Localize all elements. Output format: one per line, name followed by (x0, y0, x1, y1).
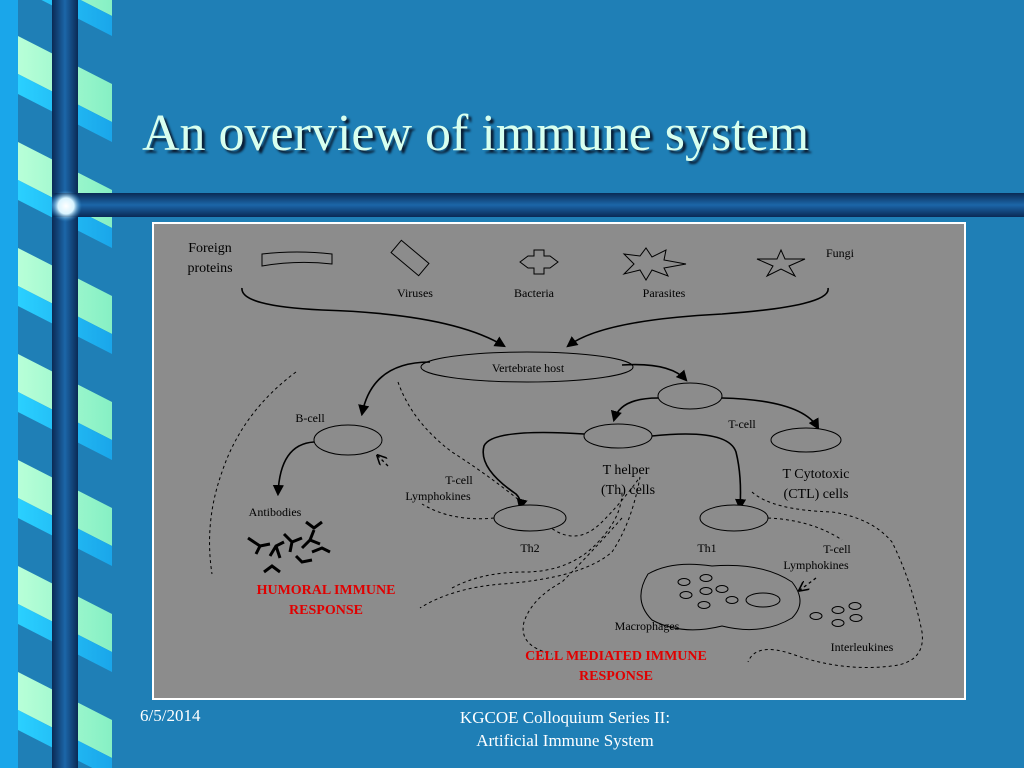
left-ribbon-decoration (0, 0, 112, 768)
bacteria-label: Bacteria (514, 286, 555, 300)
vertebrate-host-node (420, 351, 634, 383)
footer-line-2: Artificial Immune System (476, 731, 654, 750)
antibody-icons (247, 520, 331, 574)
footer-date: 6/5/2014 (140, 706, 201, 725)
footer-series-text: KGCOE Colloquium Series II: Artificial I… (430, 706, 700, 752)
foreign-protein-shape (261, 251, 333, 267)
divider-bar (50, 190, 1024, 222)
ctl-label-1: T Cytotoxic (782, 467, 849, 482)
immune-system-diagram: Foreign proteins Viruses Bacteria Parasi… (152, 222, 966, 700)
interleukine-dots (809, 602, 863, 627)
thelper-label-2: (Th) cells (601, 483, 655, 498)
interleukines-label: Interleukines (831, 640, 894, 654)
slide-title: An overview of immune system (142, 105, 810, 162)
th1-node (699, 504, 769, 532)
ctl-label-2: (CTL) cells (784, 487, 849, 502)
bacteria-shape (519, 249, 559, 275)
cell-mediated-response-label-1: CELL MEDIATED IMMUNE (525, 649, 707, 664)
humoral-boundary (209, 371, 641, 609)
th2-node (493, 504, 567, 532)
cell-mediated-response-label-2: RESPONSE (579, 669, 653, 684)
fungi-label: Fungi (826, 246, 855, 260)
arrow-host-to-bcell (358, 361, 431, 417)
arrow-feedback-to-bcell (378, 456, 389, 467)
parasite-shape (622, 247, 687, 281)
arrow-foreign-to-host (241, 287, 506, 348)
arrow-host-to-tcell (621, 363, 688, 382)
virus-shape (390, 239, 430, 277)
footer-line-1: KGCOE Colloquium Series II: (459, 708, 671, 727)
cell-mediated-boundary (451, 491, 923, 668)
vertebrate-host-label: Vertebrate host (492, 361, 565, 375)
arrow-thelper-to-th1 (651, 433, 747, 511)
ctl-node (770, 427, 842, 453)
tcell-lymph-right-label-1: T-cell (823, 542, 851, 556)
arrow-bcell-to-antibodies (272, 441, 315, 497)
antibodies-label: Antibodies (249, 505, 302, 519)
tcell-node (657, 382, 723, 410)
thelper-label-1: T helper (603, 463, 650, 478)
arrow-tcell-to-thelper (610, 397, 659, 423)
arrow-thelper-to-th2 (482, 431, 585, 511)
macrophage-granules (677, 574, 781, 609)
arrow-tcell-to-ctl (721, 397, 820, 430)
tcell-label: T-cell (728, 417, 756, 431)
dashed-th1-link (767, 517, 843, 541)
thelper-node (583, 423, 653, 449)
tcell-lymph-left-label-1: T-cell (445, 473, 473, 487)
fungi-shape (756, 248, 806, 278)
humoral-response-label-2: RESPONSE (289, 603, 363, 618)
macrophage-shape (640, 563, 801, 631)
foreign-proteins-label-2: proteins (187, 261, 232, 276)
arrow-fungi-to-host (566, 287, 829, 348)
th1-label: Th1 (697, 541, 716, 555)
macrophages-label: Macrophages (615, 619, 680, 633)
dashed-th2-link (421, 503, 495, 520)
viruses-label: Viruses (397, 286, 433, 300)
tcell-lymph-left-label-2: Lymphokines (405, 489, 471, 503)
parasites-label: Parasites (643, 286, 686, 300)
foreign-proteins-label-1: Foreign (188, 241, 232, 256)
bcell-node (313, 424, 383, 456)
bcell-label: B-cell (295, 411, 325, 425)
tcell-lymph-right-label-2: Lymphokines (783, 558, 849, 572)
humoral-response-label-1: HUMORAL IMMUNE (257, 583, 396, 598)
th2-label: Th2 (520, 541, 539, 555)
diagram-panel (152, 222, 966, 700)
